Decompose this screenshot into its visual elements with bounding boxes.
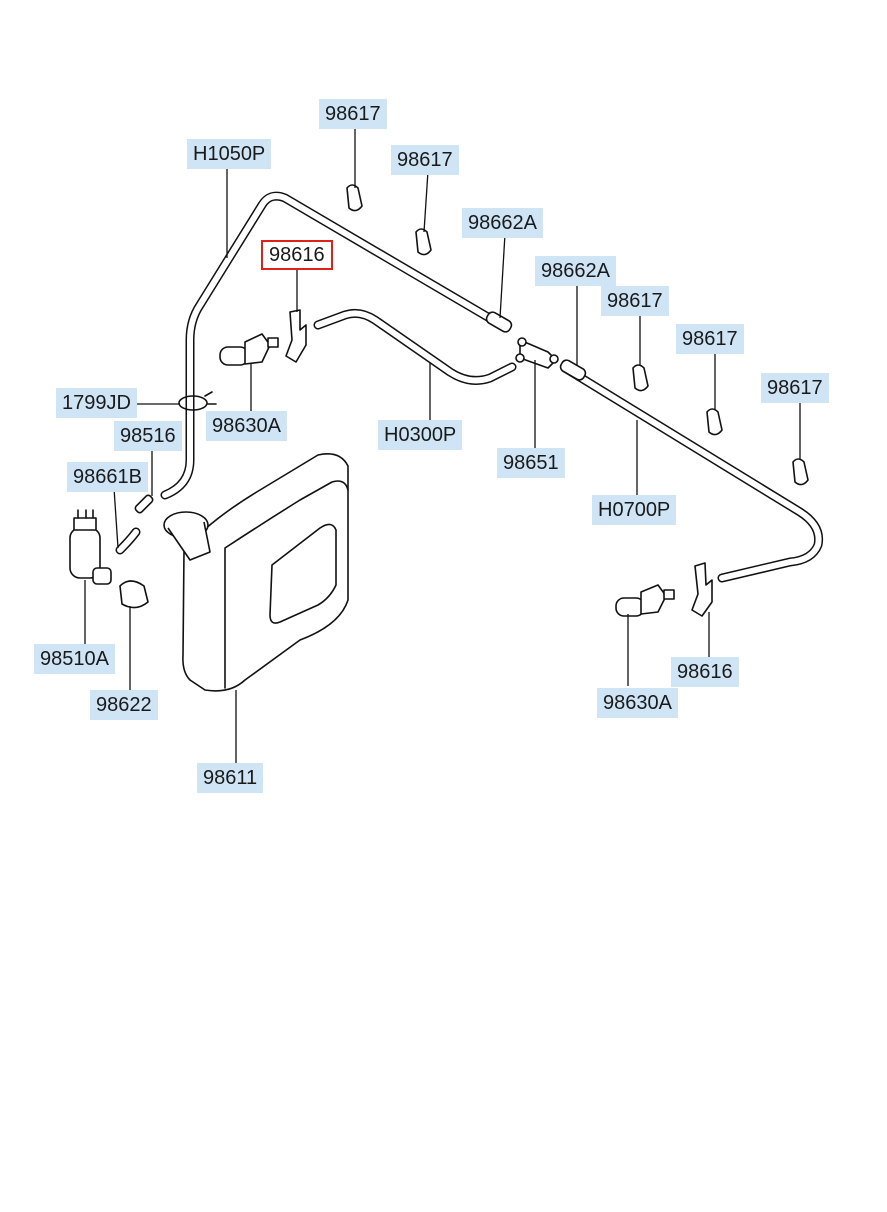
label-clip-3[interactable]: 98617 xyxy=(601,286,669,316)
label-hose-short[interactable]: 98661B xyxy=(67,462,148,492)
clip-icons xyxy=(346,184,809,486)
label-hose-right[interactable]: H0700P xyxy=(592,495,677,525)
grommet-icon xyxy=(119,580,149,609)
label-connector-left[interactable]: 98662A xyxy=(462,208,543,238)
label-nozzle-bracket-right[interactable]: 98616 xyxy=(671,657,739,687)
label-nozzle-left[interactable]: 98630A xyxy=(206,411,287,441)
hose-h0300p xyxy=(313,308,517,385)
label-joint[interactable]: 98651 xyxy=(497,448,565,478)
hose-h1050p xyxy=(160,191,503,500)
reservoir-icon xyxy=(163,453,349,692)
label-hose-mid[interactable]: H0300P xyxy=(378,420,463,450)
label-pump[interactable]: 98510A xyxy=(34,644,115,674)
label-grommet[interactable]: 98622 xyxy=(90,690,158,720)
connector-right xyxy=(559,359,587,381)
label-nozzle-bracket-left[interactable]: 98616 xyxy=(261,240,333,270)
joint-98651 xyxy=(515,337,559,369)
pump-icon xyxy=(69,509,112,585)
hose-h0700p xyxy=(560,363,824,583)
label-clip-5[interactable]: 98617 xyxy=(761,373,829,403)
label-reservoir[interactable]: 98611 xyxy=(197,763,264,793)
label-hose-main[interactable]: H1050P xyxy=(187,139,272,169)
label-clip-4[interactable]: 98617 xyxy=(676,324,744,354)
nozzle-bracket-right-icon xyxy=(691,562,713,617)
connector-left xyxy=(485,311,513,333)
nozzle-right-icon xyxy=(615,584,675,617)
label-nozzle-right[interactable]: 98630A xyxy=(597,688,678,718)
nozzle-bracket-left-icon xyxy=(285,309,307,363)
nozzle-left-icon xyxy=(219,333,279,366)
grommet-clip-icon xyxy=(178,391,217,411)
valve-icon xyxy=(134,494,154,514)
label-valve[interactable]: 98516 xyxy=(114,421,182,451)
short-hose-icon xyxy=(115,527,141,555)
leader-lines xyxy=(84,126,801,763)
label-clip-2[interactable]: 98617 xyxy=(391,145,459,175)
label-connector-right[interactable]: 98662A xyxy=(535,256,616,286)
label-grommet-clip[interactable]: 1799JD xyxy=(56,388,137,418)
label-clip-1[interactable]: 98617 xyxy=(319,99,387,129)
